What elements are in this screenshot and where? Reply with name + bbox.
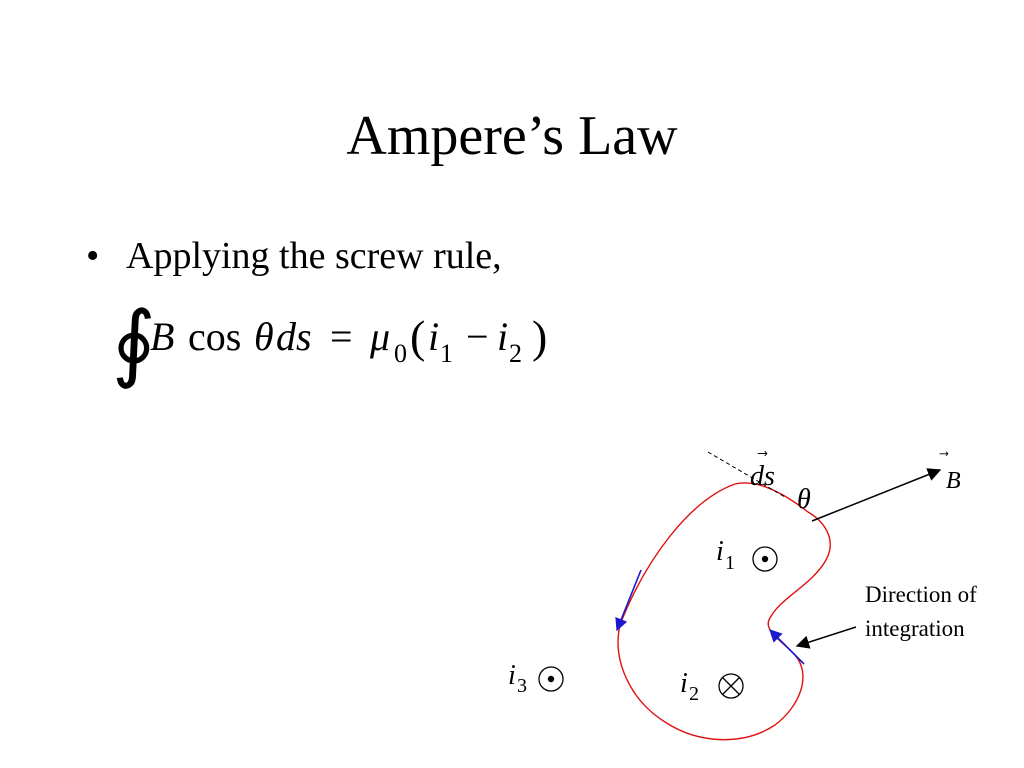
eq-equals: = [330, 314, 353, 359]
bullet-dot: • [86, 235, 100, 277]
eq-mu: μ [369, 314, 390, 359]
theta-label: θ [797, 484, 811, 515]
ds-label: ds [750, 461, 775, 492]
i3-label: i [508, 660, 516, 691]
right-tangent-arrow [769, 629, 805, 665]
eq-theta: θ [254, 314, 274, 359]
eq-left-paren: ( [410, 311, 425, 362]
direction-pointer-arrow [795, 626, 857, 649]
eq-i2: i [497, 314, 508, 359]
i1-label: i [716, 536, 724, 567]
ds-vector-arrow: ⃗ [757, 451, 768, 456]
eq-i2-subscript: 2 [509, 339, 522, 368]
eq-mu-subscript: 0 [394, 339, 407, 368]
i3-subscript: 3 [517, 675, 527, 697]
b-field-vector [811, 468, 942, 522]
i2-subscript: 2 [689, 683, 699, 705]
eq-minus: − [466, 314, 489, 359]
direction-label-line1: Direction of [865, 582, 977, 607]
eq-cos: cos [188, 314, 241, 359]
eq-i1-subscript: 1 [440, 339, 453, 368]
eq-right-paren: ) [532, 311, 547, 362]
direction-label-line2: integration [865, 616, 965, 641]
b-label: B [946, 468, 961, 494]
current-out-of-page-icon-i1 [752, 546, 778, 572]
current-into-page-icon-i2 [718, 673, 744, 699]
i1-subscript: 1 [725, 552, 735, 574]
slide-title: Ampere’s Law [346, 105, 678, 167]
eq-b-symbol: B [150, 314, 174, 359]
current-out-of-page-icon-i3 [538, 666, 564, 692]
contour-integral-symbol: ∮ [112, 297, 156, 390]
ds-tangent-dashed-line [707, 451, 786, 498]
eq-ds: ds [276, 314, 312, 359]
bullet-item: • Applying the screw rule, [86, 232, 502, 280]
b-vector-arrow: ⃗ [939, 451, 949, 456]
left-tangent-arrow [615, 569, 642, 632]
amperian-loop [617, 482, 831, 741]
bullet-text: Applying the screw rule, [126, 235, 502, 277]
eq-i1: i [428, 314, 439, 359]
i2-label: i [680, 668, 688, 699]
